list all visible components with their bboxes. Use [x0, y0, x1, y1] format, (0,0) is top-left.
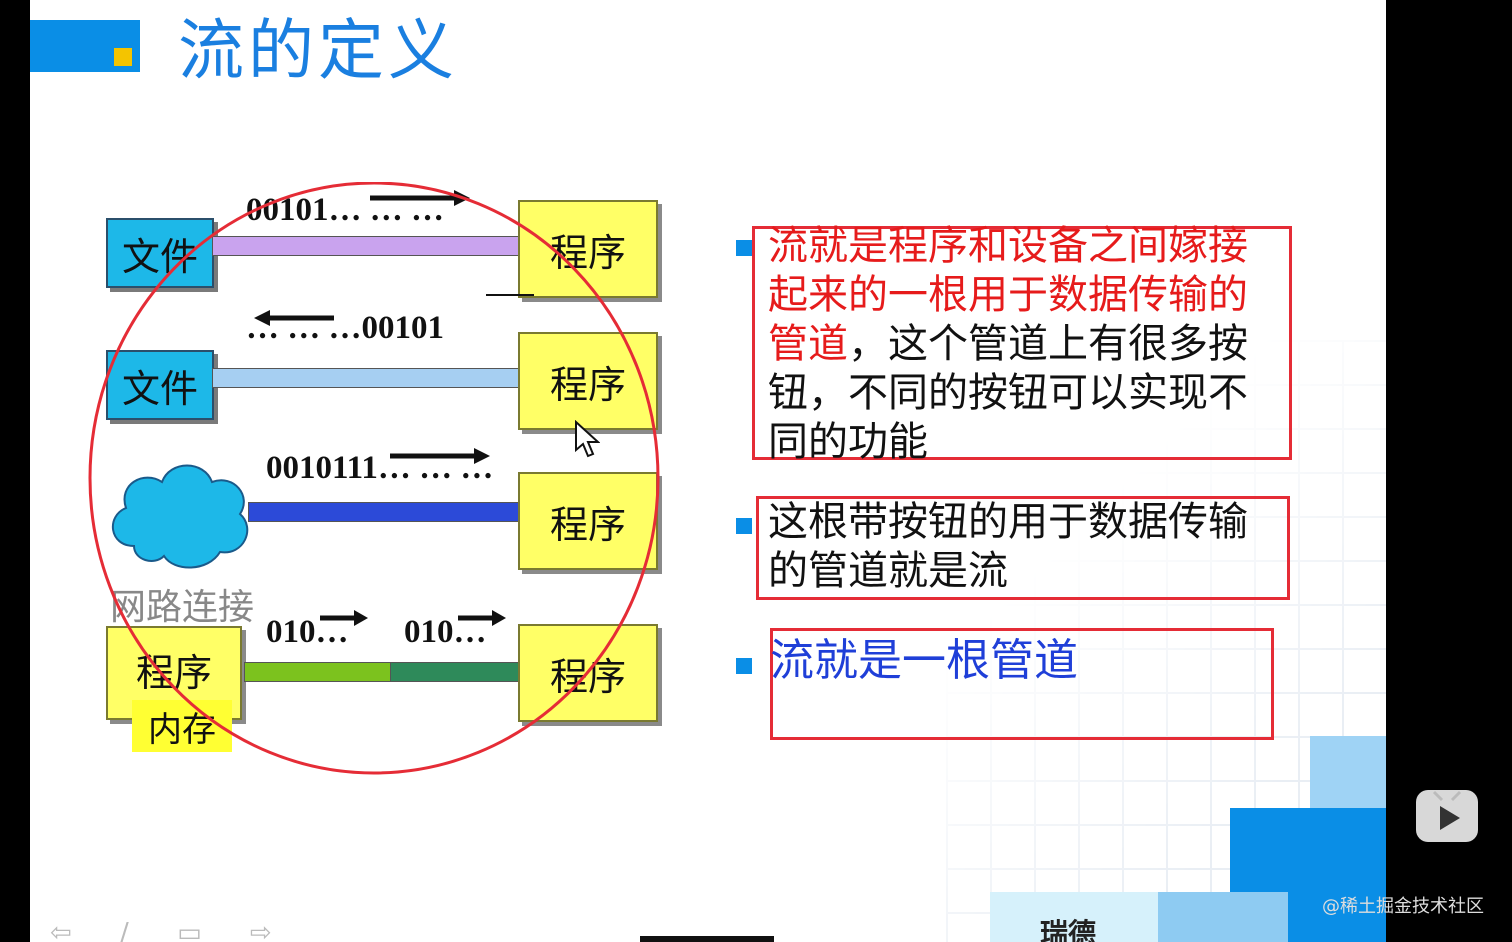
highlight-circle [88, 182, 660, 775]
program-box-3: 程序 [518, 472, 658, 570]
cloud-icon [111, 464, 249, 569]
deco-block [1158, 892, 1288, 942]
brand-partial-text: 瑞德 [1040, 917, 1097, 942]
tv-play-icon[interactable] [1416, 790, 1478, 842]
callout-box-3 [770, 628, 1274, 740]
bullet-icon [736, 658, 752, 674]
bits-row2: … … …00101 [246, 310, 444, 346]
callout-text-1-highlight: 流就是程序和设备之间嫁接起来的一根用于数据传输的管道 [768, 223, 1248, 367]
file-box-1: 文件 [106, 218, 214, 288]
arrow-right-icon [320, 610, 368, 626]
network-caption: 网路连接 [110, 587, 255, 628]
program-label: 程序 [549, 654, 626, 699]
program-box-2: 程序 [518, 332, 658, 430]
program-label: 程序 [549, 362, 626, 407]
arrow-right-icon [390, 448, 490, 464]
program-box-1: 程序 [518, 200, 658, 298]
dash-mark [486, 294, 534, 296]
slide-title: 流的定义 [178, 12, 458, 89]
callout-text-1-rest: ，这个管道上有很多按钮，不同的按钮可以实现不同的功能 [768, 321, 1248, 465]
title-square [114, 48, 132, 66]
file-box-2: 文件 [106, 350, 214, 420]
play-icon [1432, 790, 1462, 830]
watermark-text: @稀土掘金技术社区 [1322, 896, 1484, 917]
callout-text-2: 这根带按钮的用于数据传输的管道就是流 [768, 499, 1248, 594]
program-label: 程序 [549, 230, 626, 275]
slide-nav-controls[interactable]: ⇦ ∕ ▭ ⇨ [50, 918, 292, 942]
deco-block [990, 892, 1158, 942]
mouse-cursor-icon [575, 420, 600, 458]
callout-box-2 [756, 496, 1290, 600]
arrow-left-icon [254, 310, 334, 326]
file-label: 文件 [121, 366, 198, 411]
bullet-icon [736, 518, 752, 534]
bullet-icon [736, 240, 752, 256]
callout-text-3: 流就是一根管道 [770, 635, 1078, 686]
progress-bar [640, 936, 774, 942]
slide: 瑞德 流的定义 00101… … … 文件 程序 … … …00101 文件 程… [30, 0, 1386, 942]
program-label: 程序 [549, 502, 626, 547]
arrow-right-icon [458, 610, 506, 626]
callout-box-1 [752, 226, 1292, 460]
callout-text-1: 流就是程序和设备之间嫁接起来的一根用于数据传输的管道，这个管道上有很多按钮，不同… [768, 222, 1278, 467]
